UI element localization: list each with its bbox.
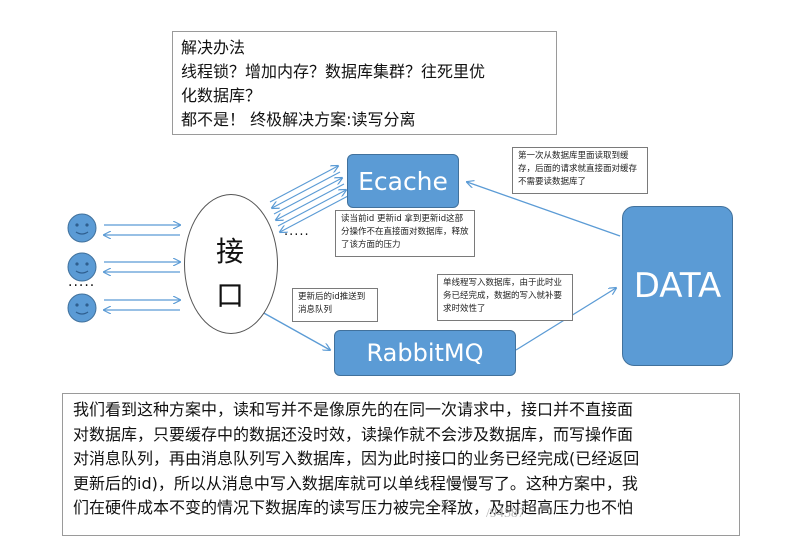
- user-icon: [67, 293, 97, 323]
- push-queue-arrow: [261, 311, 330, 350]
- read-update-note: 读当前id 更新id 拿到更新id这部分操作不在直接面对数据库，释放了该方面的压…: [335, 210, 475, 257]
- watermark: /94587: [486, 506, 525, 521]
- summary-line: 我们看到这种方案中，读和写并不是像原先的在同一次请求中，接口并不直接面: [73, 400, 634, 419]
- interface-node: [184, 194, 278, 334]
- interface-label: 接口: [215, 235, 244, 312]
- solution-line: 解决办法: [181, 38, 246, 57]
- interface-ecache-arrows: [269, 166, 349, 232]
- rabbitmq-node: RabbitMQ: [334, 330, 516, 376]
- first-read-note: 第一次从数据库里面读取到缓存，后面的请求就直接面对缓存不需要读数据库了: [512, 147, 648, 194]
- read-arrow: [276, 183, 345, 220]
- read-arrow: [273, 178, 342, 215]
- solution-textbox: 解决办法 线程锁？增加内存？数据库集群？往死里优 化数据库？ 都不是！ 终极解决…: [172, 31, 557, 135]
- rabbitmq-label: RabbitMQ: [366, 339, 484, 367]
- summary-line: 更新后的id)，所以从消息中写入数据库就可以单线程慢慢写了。这种方案中，我: [73, 473, 638, 493]
- more-requests-ellipsis: .....: [284, 224, 310, 239]
- database-node: DATA: [622, 206, 733, 366]
- solution-line: 化数据库？: [181, 86, 262, 105]
- solution-line: 都不是！ 终极解决方案:读写分离: [181, 110, 416, 129]
- summary-textbox: 我们看到这种方案中，读和写并不是像原先的在同一次请求中，接口并不直接面 对数据库…: [62, 393, 740, 536]
- single-thread-note: 单线程写入数据库，由于此时业务已经完成，数据的写入就补要求时效性了: [437, 274, 573, 321]
- read-arrow: [277, 190, 346, 227]
- ecache-node: Ecache: [347, 154, 459, 208]
- more-users-ellipsis: .....: [68, 274, 96, 290]
- load-cache-arrow: [467, 182, 621, 237]
- database-label: DATA: [633, 266, 722, 306]
- read-arrow: [280, 195, 349, 232]
- user-icon: [67, 213, 97, 243]
- summary-line: 对消息队列，再由消息队列写入数据库，因为此时接口的业务已经完成(已经返回: [73, 449, 640, 468]
- read-arrow: [269, 166, 338, 203]
- summary-line: 对数据库，只要缓存中的数据还没时效，读操作就不会涉及数据库，而写操作面: [73, 424, 634, 444]
- read-arrow: [272, 171, 341, 208]
- solution-line: 线程锁？增加内存？数据库集群？往死里优: [181, 62, 486, 81]
- user-icon: [67, 252, 97, 282]
- user-interface-arrows: [104, 225, 180, 310]
- push-queue-note: 更新后的id推送到消息队列: [292, 288, 378, 322]
- ecache-label: Ecache: [358, 166, 448, 196]
- summary-line: 们在硬件成本不变的情况下数据库的读写压力被完全释放，及时超高压力也不怕: [73, 498, 634, 517]
